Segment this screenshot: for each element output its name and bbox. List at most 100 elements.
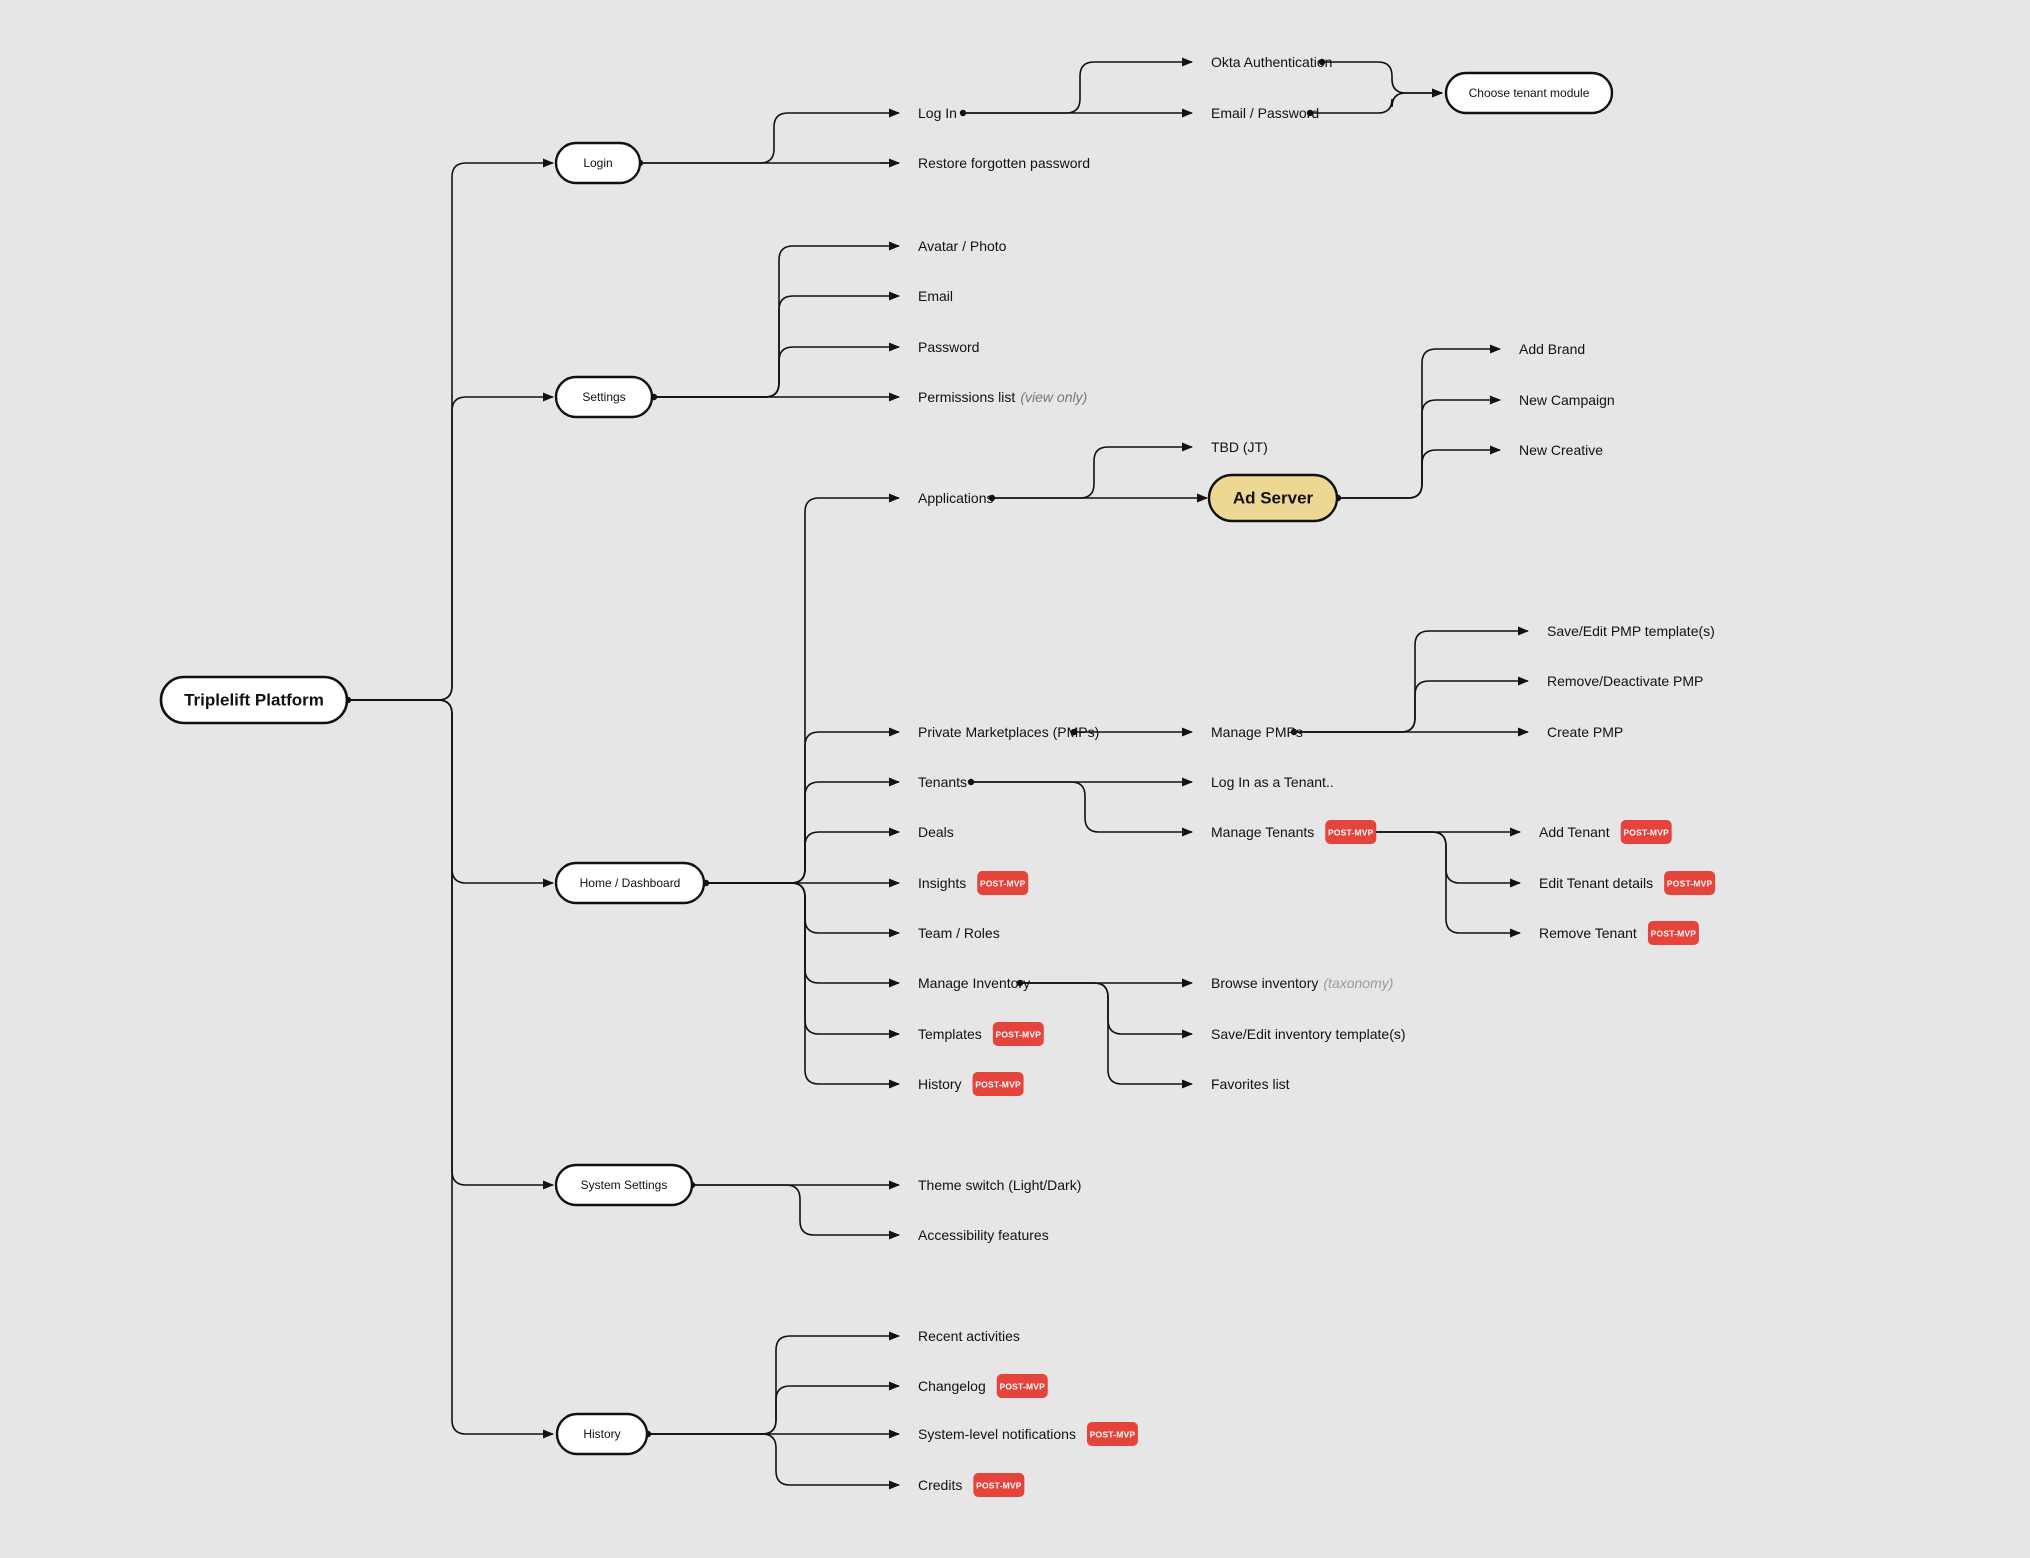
item-password-label: Password xyxy=(918,339,979,355)
item-favorites-list[interactable]: Favorites list xyxy=(1211,1076,1290,1092)
post-mvp-badge-notifications-text: POST-MVP xyxy=(1090,1430,1136,1440)
post-mvp-badge-templates: POST-MVP xyxy=(992,1022,1044,1046)
item-okta-authentication[interactable]: Okta Authentication xyxy=(1211,54,1332,70)
connector xyxy=(348,699,555,1439)
item-browse-inventory[interactable]: Browse inventory(taxonomy) xyxy=(1211,975,1393,991)
item-edit-tenant-details[interactable]: Edit Tenant details xyxy=(1539,875,1653,891)
item-system-notifications[interactable]: System-level notifications xyxy=(918,1426,1076,1442)
connector xyxy=(706,882,901,1039)
post-mvp-badge-remove-tenant: POST-MVP xyxy=(1647,921,1699,945)
item-log-in-label: Log In xyxy=(918,105,957,121)
connector xyxy=(1338,445,1502,499)
item-home-history[interactable]: History xyxy=(918,1076,962,1092)
node-system-settings-shape xyxy=(554,1163,694,1207)
item-add-brand-label: Add Brand xyxy=(1519,341,1585,357)
node-system-settings[interactable]: System Settings xyxy=(554,1163,694,1207)
post-mvp-badge-manage-tenants: POST-MVP xyxy=(1325,820,1377,844)
post-mvp-badge-credits-text: POST-MVP xyxy=(976,1481,1022,1491)
item-add-tenant-label: Add Tenant xyxy=(1539,824,1610,840)
item-credits[interactable]: Credits xyxy=(918,1477,962,1493)
item-new-campaign-label: New Campaign xyxy=(1519,392,1615,408)
item-email-password[interactable]: Email / Password xyxy=(1211,105,1319,121)
item-permissions-list-note: (view only) xyxy=(1020,389,1087,405)
node-settings-shape xyxy=(554,375,654,419)
connector xyxy=(348,699,555,888)
node-settings[interactable]: Settings xyxy=(554,375,654,419)
item-applications[interactable]: Applications xyxy=(918,490,994,506)
item-restore-password[interactable]: Restore forgotten password xyxy=(918,155,1090,171)
item-avatar-photo-label: Avatar / Photo xyxy=(918,238,1007,254)
item-remove-tenant[interactable]: Remove Tenant xyxy=(1539,925,1637,941)
node-choose-tenant-module[interactable]: Choose tenant module xyxy=(1444,71,1614,115)
node-login-shape xyxy=(554,141,642,185)
item-manage-tenants[interactable]: Manage Tenants xyxy=(1211,824,1314,840)
item-private-marketplaces[interactable]: Private Marketplaces (PMPs) xyxy=(918,724,1099,740)
connector xyxy=(963,57,1194,114)
item-log-in[interactable]: Log In xyxy=(918,105,957,121)
connector xyxy=(706,727,901,884)
item-tbd-jt[interactable]: TBD (JT) xyxy=(1211,439,1268,455)
item-theme-switch[interactable]: Theme switch (Light/Dark) xyxy=(918,1177,1081,1193)
node-home-dashboard-shape xyxy=(554,861,706,905)
connector xyxy=(692,1184,901,1240)
post-mvp-badge-credits: POST-MVP xyxy=(973,1473,1025,1497)
item-save-pmp-template[interactable]: Save/Edit PMP template(s) xyxy=(1547,623,1715,639)
connector xyxy=(1020,982,1194,1039)
item-create-pmp-label: Create PMP xyxy=(1547,724,1623,740)
item-save-inventory-template[interactable]: Save/Edit inventory template(s) xyxy=(1211,1026,1406,1042)
node-home-dashboard[interactable]: Home / Dashboard xyxy=(554,861,706,905)
post-mvp-badge-insights-text: POST-MVP xyxy=(980,879,1026,889)
post-mvp-badge-changelog-shape xyxy=(996,1374,1048,1398)
item-insights[interactable]: Insights xyxy=(918,875,966,891)
item-permissions-list[interactable]: Permissions list(view only) xyxy=(918,389,1087,405)
item-manage-pmps-label: Manage PMPs xyxy=(1211,724,1303,740)
item-add-tenant[interactable]: Add Tenant xyxy=(1539,824,1610,840)
post-mvp-badge-add-tenant: POST-MVP xyxy=(1620,820,1672,844)
item-create-pmp[interactable]: Create PMP xyxy=(1547,724,1623,740)
item-manage-pmps[interactable]: Manage PMPs xyxy=(1211,724,1303,740)
post-mvp-badge-templates-text: POST-MVP xyxy=(996,1030,1042,1040)
node-login[interactable]: Login xyxy=(554,141,642,185)
connector xyxy=(654,241,901,398)
item-new-creative[interactable]: New Creative xyxy=(1519,442,1603,458)
item-manage-inventory[interactable]: Manage Inventory xyxy=(918,975,1030,991)
item-tbd-jt-label: TBD (JT) xyxy=(1211,439,1268,455)
item-new-creative-label: New Creative xyxy=(1519,442,1603,458)
node-history[interactable]: History xyxy=(555,1412,649,1456)
item-home-history-label: History xyxy=(918,1076,962,1092)
item-log-in-as-tenant[interactable]: Log In as a Tenant.. xyxy=(1211,774,1334,790)
item-changelog[interactable]: Changelog xyxy=(918,1378,986,1394)
item-manage-tenants-label: Manage Tenants xyxy=(1211,824,1314,840)
connector xyxy=(971,781,1194,837)
item-new-campaign[interactable]: New Campaign xyxy=(1519,392,1615,408)
item-deals[interactable]: Deals xyxy=(918,824,954,840)
item-tenants-label: Tenants xyxy=(918,774,967,790)
root-node-triplelift-platform[interactable]: Triplelift Platform xyxy=(159,675,349,725)
item-email[interactable]: Email xyxy=(918,288,953,304)
connector xyxy=(1338,344,1502,499)
item-team-roles[interactable]: Team / Roles xyxy=(918,925,1000,941)
connector xyxy=(348,699,555,1190)
post-mvp-badge-manage-tenants-shape xyxy=(1325,820,1377,844)
item-okta-authentication-label: Okta Authentication xyxy=(1211,54,1332,70)
connector xyxy=(1322,61,1444,98)
item-recent-activities[interactable]: Recent activities xyxy=(918,1328,1020,1344)
item-manage-inventory-label: Manage Inventory xyxy=(918,975,1030,991)
post-mvp-badge-credits-shape xyxy=(973,1473,1025,1497)
item-avatar-photo[interactable]: Avatar / Photo xyxy=(918,238,1007,254)
item-insights-label: Insights xyxy=(918,875,966,891)
item-recent-activities-label: Recent activities xyxy=(918,1328,1020,1344)
item-email-label: Email xyxy=(918,288,953,304)
item-browse-inventory-note: (taxonomy) xyxy=(1323,975,1393,991)
post-mvp-badge-edit-tenant-text: POST-MVP xyxy=(1667,879,1713,889)
item-save-pmp-template-label: Save/Edit PMP template(s) xyxy=(1547,623,1715,639)
item-password[interactable]: Password xyxy=(918,339,979,355)
node-ad-server[interactable]: Ad Server xyxy=(1207,473,1339,523)
item-accessibility-features[interactable]: Accessibility features xyxy=(918,1227,1049,1243)
item-add-brand[interactable]: Add Brand xyxy=(1519,341,1585,357)
connector xyxy=(706,882,901,938)
item-templates[interactable]: Templates xyxy=(918,1026,982,1042)
item-system-notifications-label: System-level notifications xyxy=(918,1426,1076,1442)
item-remove-pmp[interactable]: Remove/Deactivate PMP xyxy=(1547,673,1703,689)
item-tenants[interactable]: Tenants xyxy=(918,774,967,790)
